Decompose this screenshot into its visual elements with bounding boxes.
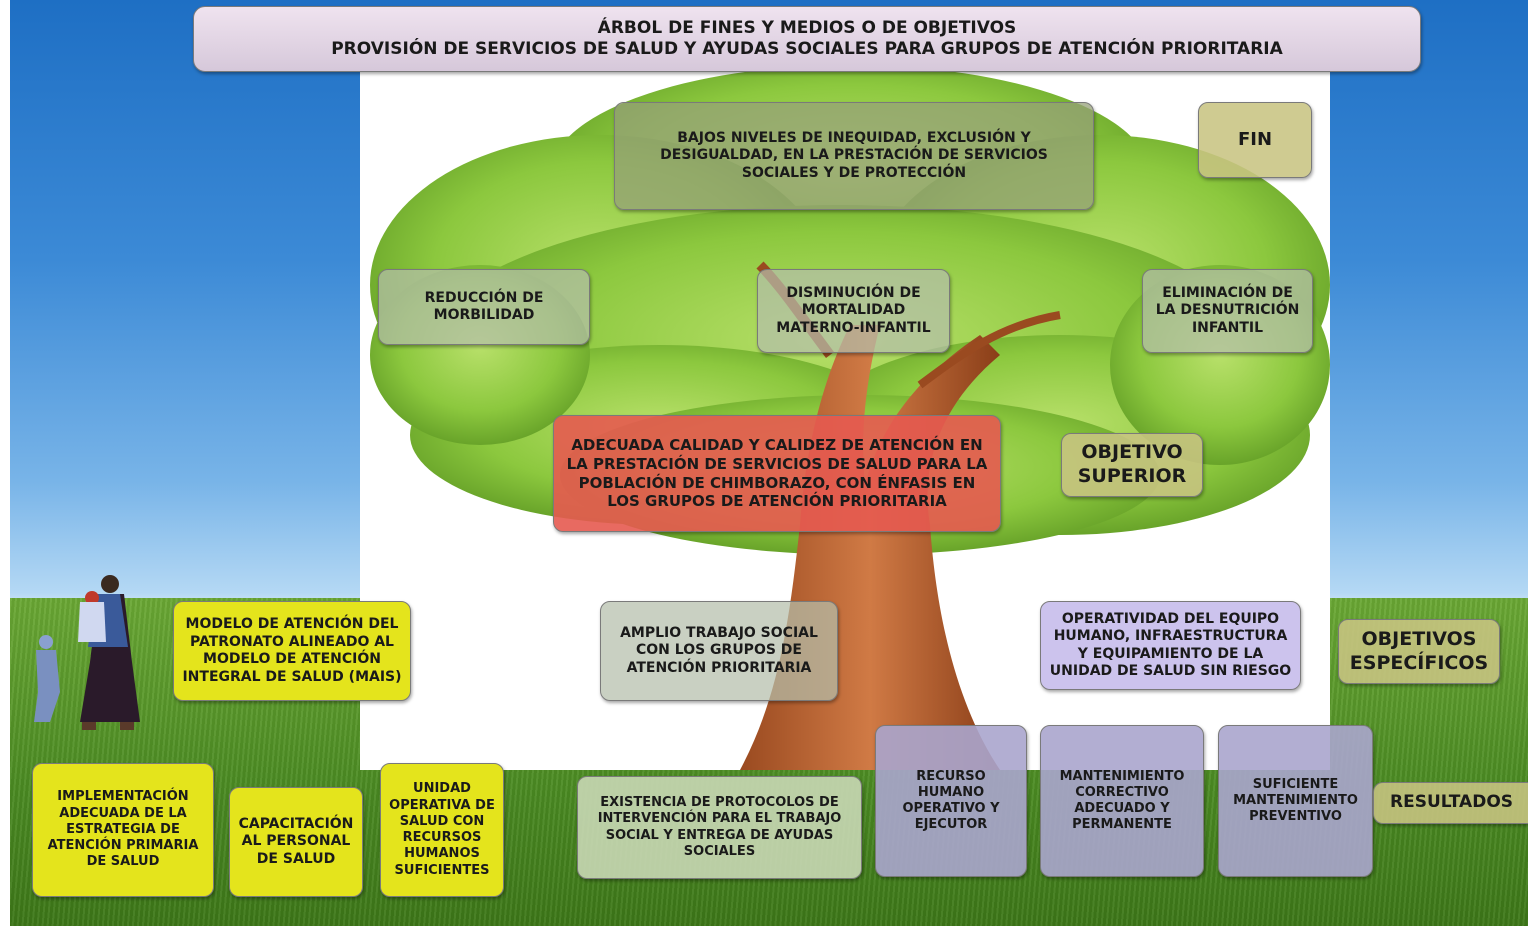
fines-item-1: REDUCCIÓN DE MORBILIDAD <box>378 269 590 345</box>
fin-box: BAJOS NIVELES DE INEQUIDAD, EXCLUSIÓN Y … <box>614 102 1094 210</box>
objetivo-especifico-3: OPERATIVIDAD DEL EQUIPO HUMANO, INFRAEST… <box>1040 601 1301 690</box>
objetivo-superior-label: OBJETIVO SUPERIOR <box>1061 433 1203 497</box>
resultado-5: RECURSO HUMANO OPERATIVO Y EJECUTOR <box>875 725 1027 877</box>
resultados-label: RESULTADOS <box>1373 782 1528 824</box>
objetivo-especifico-1: MODELO DE ATENCIÓN DEL PATRONATO ALINEAD… <box>173 601 411 701</box>
fines-item-2: DISMINUCIÓN DE MORTALIDAD MATERNO-INFANT… <box>757 269 950 353</box>
resultado-4: EXISTENCIA DE PROTOCOLOS DE INTERVENCIÓN… <box>577 776 862 879</box>
objetivo-especifico-2: AMPLIO TRABAJO SOCIAL CON LOS GRUPOS DE … <box>600 601 838 701</box>
fines-item-3: ELIMINACIÓN DE LA DESNUTRICIÓN INFANTIL <box>1142 269 1313 353</box>
resultado-1: IMPLEMENTACIÓN ADECUADA DE LA ESTRATEGIA… <box>32 763 214 897</box>
resultado-6: MANTENIMIENTO CORRECTIVO ADECUADO Y PERM… <box>1040 725 1204 877</box>
objetivos-especificos-label: OBJETIVOS ESPECÍFICOS <box>1338 619 1500 684</box>
title-line-1: ÁRBOL DE FINES Y MEDIOS O DE OBJETIVOS <box>597 17 1017 38</box>
people-illustration <box>34 575 140 730</box>
diagram-title: ÁRBOL DE FINES Y MEDIOS O DE OBJETIVOS P… <box>193 6 1421 72</box>
resultado-7: SUFICIENTE MANTENIMIENTO PREVENTIVO <box>1218 725 1373 877</box>
title-line-2: PROVISIÓN DE SERVICIOS DE SALUD Y AYUDAS… <box>331 39 1283 59</box>
objetivo-superior-box: ADECUADA CALIDAD Y CALIDEZ DE ATENCIÓN E… <box>553 415 1001 532</box>
resultado-3: UNIDAD OPERATIVA DE SALUD CON RECURSOS H… <box>380 763 504 897</box>
resultado-2: CAPACITACIÓN AL PERSONAL DE SALUD <box>229 787 363 897</box>
fin-label: FIN <box>1198 102 1312 178</box>
